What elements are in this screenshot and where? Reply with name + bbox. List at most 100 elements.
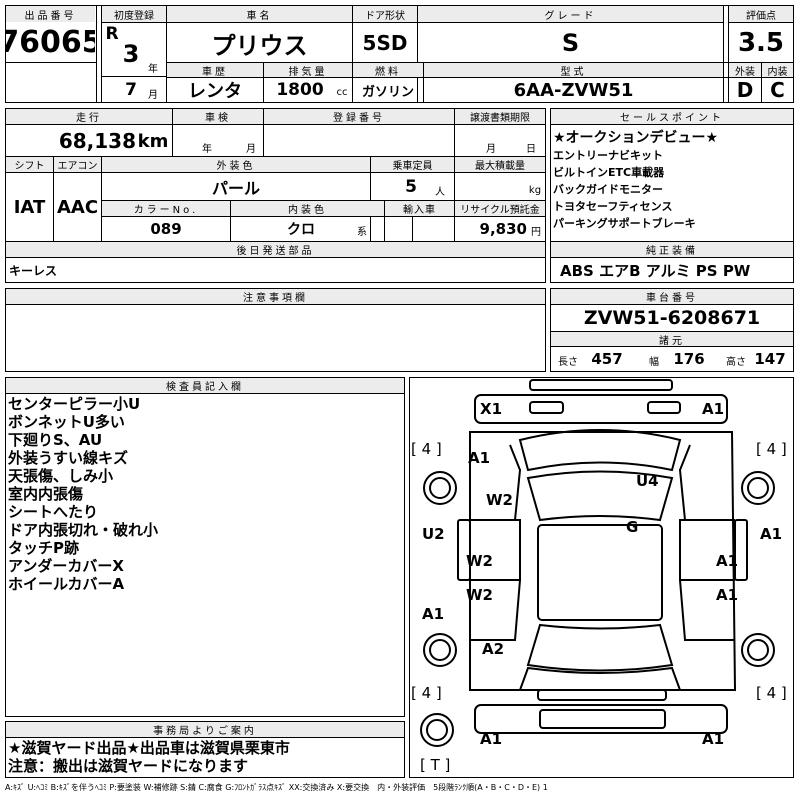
sales-point-item: ビルトインETC車載器: [553, 165, 665, 179]
inspector-note: センターピラー小U: [8, 395, 141, 413]
tire-depth: [ 4 ]: [756, 684, 787, 702]
recycle-unit: 円: [531, 226, 541, 238]
shift: IAT: [13, 196, 46, 218]
inspector-note: アンダーカバーX: [8, 557, 124, 575]
inspector-note: 下廻りS、AU: [8, 431, 103, 449]
damage-mark: A1: [702, 730, 725, 748]
door-header: ドア形状: [353, 6, 417, 22]
fuel: ガソリン: [361, 84, 414, 100]
chassis-block: [550, 288, 794, 372]
reg-no-header: 登録番号: [264, 109, 454, 124]
office-note: ★滋賀ヤード出品★出品車は滋賀県栗東市: [8, 739, 290, 757]
genuine-equipment: ABS エアB アルミ PS PW: [560, 261, 751, 280]
inspector-header: 検査員記入欄: [6, 378, 404, 393]
recycle: 9,830: [479, 220, 527, 238]
office-header: 事務局よりご案内: [6, 722, 404, 737]
car-name-header: 車名: [167, 6, 352, 22]
cc-unit: cc: [336, 86, 348, 98]
color-no-header: カラーNo.: [102, 201, 230, 216]
inspector-note: 外装うすい線キズ: [8, 449, 129, 467]
genuine-header: 純正装備: [551, 242, 793, 257]
damage-mark: A1: [702, 400, 725, 418]
month: 7: [125, 80, 137, 100]
damage-mark: W2: [466, 586, 493, 604]
model-header: 型式: [424, 63, 723, 77]
sales-point-item: パーキングサポートブレーキ: [553, 216, 696, 230]
caution-header: 注意事項欄: [6, 289, 545, 304]
width: 176: [673, 350, 705, 368]
damage-mark: W2: [466, 552, 493, 570]
legend: A:ｷｽﾞ U:ﾍｺﾐ B:ｷｽﾞを伴うﾍｺﾐ P:要塗装 W:補修跡 S:錆 …: [5, 783, 548, 792]
history-header: 車歴: [167, 63, 263, 77]
inspector-note: シートへたり: [8, 503, 99, 521]
grade-header: グレード: [418, 6, 723, 22]
sales-points-list: ★オークションデビュー★ エントリーナビキット ビルトインETC車載器 バックガ…: [553, 128, 791, 231]
inspection-year-unit: 年: [202, 143, 212, 155]
year: 3: [122, 40, 140, 68]
displacement-header: 排気量: [264, 63, 352, 77]
sales-point-item: エントリーナビキット: [553, 148, 663, 162]
info-block: [5, 108, 546, 283]
exterior-header: 外装: [729, 63, 761, 77]
km-unit: km: [138, 130, 168, 152]
int-color-header: 内装色: [231, 201, 384, 216]
inspector-block: [5, 377, 405, 717]
office-block: [5, 721, 405, 778]
office-notes: ★滋賀ヤード出品★出品車は滋賀県栗東市 注意：搬出は滋賀ヤードになります: [8, 739, 404, 775]
car-name: プリウス: [211, 31, 308, 60]
length: 457: [591, 350, 623, 368]
tire-depth: [ 4 ]: [411, 440, 442, 458]
inspector-note: ホイールカバーA: [8, 575, 125, 593]
import-header: 輸入車: [385, 201, 454, 216]
damage-mark: U4: [636, 472, 659, 490]
damage-mark: A1: [468, 449, 491, 467]
ac-header: エアコン: [54, 157, 101, 172]
sales-points-header: セールスポイント: [551, 109, 793, 124]
tire-depth: [ 4 ]: [756, 440, 787, 458]
grade: S: [561, 29, 580, 57]
inspector-note: 室内内張傷: [8, 485, 84, 503]
history: レンタ: [188, 81, 242, 102]
door: 5SD: [362, 31, 408, 55]
model: 6AA-ZVW51: [513, 79, 634, 101]
color-no: 089: [150, 220, 182, 238]
damage-mark: U2: [422, 525, 445, 543]
int-color-unit: 系: [357, 226, 367, 238]
score: 3.5: [737, 28, 785, 58]
int-color: クロ: [287, 222, 315, 238]
year-unit: 年: [148, 63, 158, 75]
exterior-grade: D: [736, 78, 754, 102]
sales-points-block: [550, 108, 794, 283]
sales-point-item: ★オークションデビュー★: [553, 130, 719, 146]
score-header: 評価点: [729, 6, 793, 22]
damage-mark: X1: [480, 400, 503, 418]
capacity-header: 乗車定員: [371, 157, 454, 172]
width-label: 幅: [649, 356, 659, 368]
damage-mark: A1: [716, 586, 739, 604]
damage-mark: A2: [482, 640, 505, 658]
transfer-month-unit: 月: [486, 143, 496, 155]
mileage-header: 走行: [6, 109, 172, 124]
mileage: 68,138: [58, 129, 136, 153]
sales-point-item: バックガイドモニター: [553, 182, 663, 196]
ac: AAC: [56, 196, 99, 218]
dims-header: 諸元: [551, 332, 793, 346]
inspector-note: 天張傷、しみ小: [8, 467, 114, 485]
later-parts-header: 後日発送部品: [6, 242, 545, 257]
damage-mark: A1: [422, 605, 445, 623]
height: 147: [754, 350, 786, 368]
spare-tire: [ T ]: [420, 756, 451, 774]
chassis-no: ZVW51-6208671: [583, 307, 761, 329]
later-parts: キーレス: [9, 263, 58, 278]
damage-mark: G: [626, 518, 639, 536]
fuel-header: 燃料: [353, 63, 423, 77]
inspector-note: ドア内張切れ・破れ小: [8, 521, 159, 539]
interior-header: 内装: [762, 63, 793, 77]
displacement: 1800: [276, 80, 324, 100]
inspector-note: タッチP跡: [8, 539, 79, 557]
damage-mark: W2: [486, 491, 513, 509]
recycle-header: リサイクル預託金: [455, 201, 545, 216]
inspector-note: ボンネットU多い: [8, 413, 125, 431]
car-diagram: [409, 377, 794, 778]
capacity-unit: 人: [435, 186, 445, 198]
